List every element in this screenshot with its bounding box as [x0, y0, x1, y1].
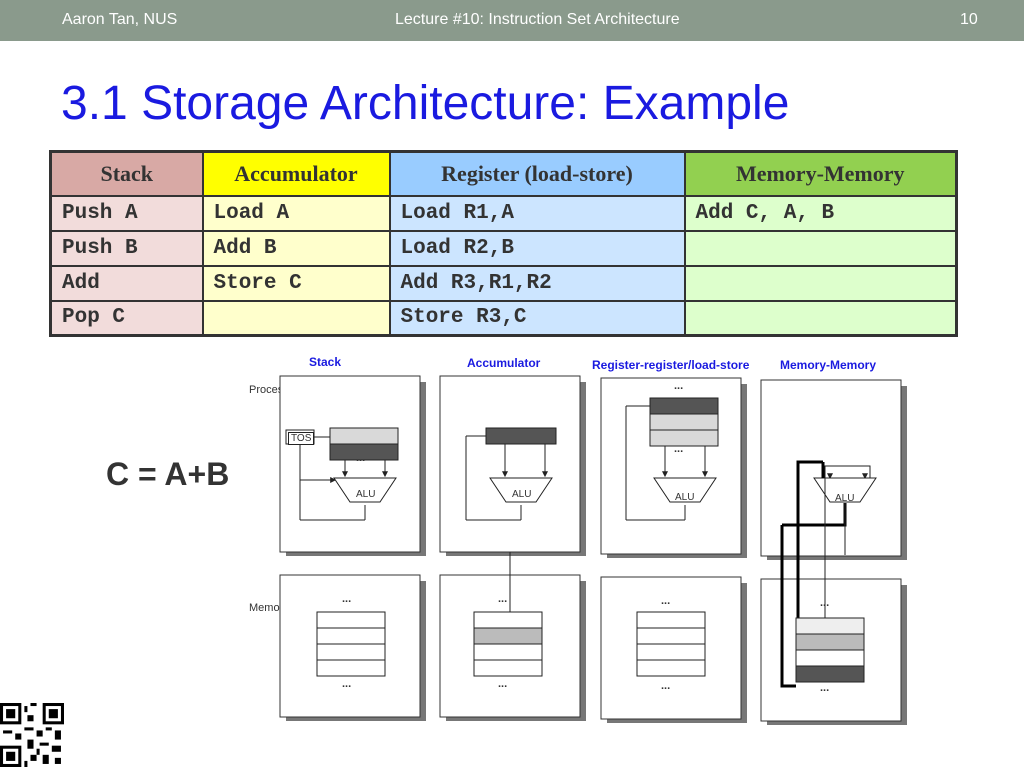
- isa-comparison-table: Stack Accumulator Register (load-store) …: [49, 150, 958, 337]
- page-number: 10: [960, 11, 978, 28]
- alu-label-memory-memory: ALU: [835, 493, 855, 504]
- equation: C = A+B: [106, 456, 230, 492]
- cell-register: Store R3,C: [388, 299, 686, 337]
- cell-memory-memory: Add C, A, B: [683, 194, 958, 232]
- cell-accumulator: [201, 299, 391, 337]
- slide-title: 3.1 Storage Architecture: Example: [61, 77, 790, 130]
- cell-memory-memory: [683, 229, 958, 267]
- ellipsis-acc-mem-bottom: ...: [498, 678, 508, 690]
- header-memory-memory: Memory-Memory: [683, 150, 958, 197]
- cell-stack: Push A: [49, 194, 204, 232]
- ellipsis-register-mid: ...: [674, 443, 684, 455]
- ellipsis-stack-mem-bottom: ...: [342, 678, 352, 690]
- alu-label-register: ALU: [675, 492, 695, 503]
- ellipsis-stack-mem-top: ...: [342, 593, 352, 605]
- alu-label-stack: ALU: [356, 489, 376, 500]
- qr-code: [0, 703, 64, 767]
- architecture-diagram: [279, 375, 907, 725]
- cell-register: Load R1,A: [388, 194, 686, 232]
- diagram-label-stack: Stack: [309, 355, 342, 369]
- header-stack: Stack: [49, 150, 204, 197]
- processor-box-accumulator: [439, 375, 581, 553]
- ellipsis-stack-proc: ...: [356, 452, 366, 464]
- ellipsis-reg-mem-top: ...: [661, 595, 671, 607]
- header-accumulator: Accumulator: [201, 150, 391, 197]
- table-row: Add Store C Add R3,R1,R2: [49, 264, 958, 302]
- diagram-label-register: Register-register/load-store: [592, 358, 750, 372]
- table-row: Push B Add B Load R2,B: [49, 229, 958, 267]
- cell-register: Add R3,R1,R2: [388, 264, 686, 302]
- cell-accumulator: Load A: [201, 194, 391, 232]
- ellipsis-mm-mem-bottom: ...: [820, 682, 830, 694]
- ellipsis-register-top: ...: [674, 380, 684, 392]
- processor-box-memory-memory: [760, 379, 902, 557]
- header-bar: Aaron Tan, NUS Lecture #10: Instruction …: [0, 0, 1024, 41]
- header-register: Register (load-store): [388, 150, 686, 197]
- cell-register: Load R2,B: [388, 229, 686, 267]
- table-row: Pop C Store R3,C: [49, 299, 958, 337]
- diagram-label-accumulator: Accumulator: [467, 356, 541, 370]
- cell-memory-memory: [683, 264, 958, 302]
- processor-box-stack: [279, 375, 421, 553]
- cell-stack: Push B: [49, 229, 204, 267]
- cell-accumulator: Store C: [201, 264, 391, 302]
- table-row: Push A Load A Load R1,A Add C, A, B: [49, 194, 958, 232]
- alu-label-accumulator: ALU: [512, 489, 532, 500]
- cell-accumulator: Add B: [201, 229, 391, 267]
- ellipsis-mm-mem-top: ...: [820, 597, 830, 609]
- table-header-row: Stack Accumulator Register (load-store) …: [49, 150, 958, 197]
- cell-memory-memory: [683, 299, 958, 337]
- ellipsis-reg-mem-bottom: ...: [661, 680, 671, 692]
- header-lecture: Lecture #10: Instruction Set Architectur…: [395, 11, 680, 28]
- memory-label: Memory: [249, 602, 289, 614]
- diagram-label-memory-memory: Memory-Memory: [780, 358, 877, 372]
- ellipsis-acc-mem-top: ...: [498, 593, 508, 605]
- cell-stack: Pop C: [49, 299, 204, 337]
- cell-stack: Add: [49, 264, 204, 302]
- tos-label: TOS: [288, 432, 315, 445]
- header-author: Aaron Tan, NUS: [62, 11, 178, 28]
